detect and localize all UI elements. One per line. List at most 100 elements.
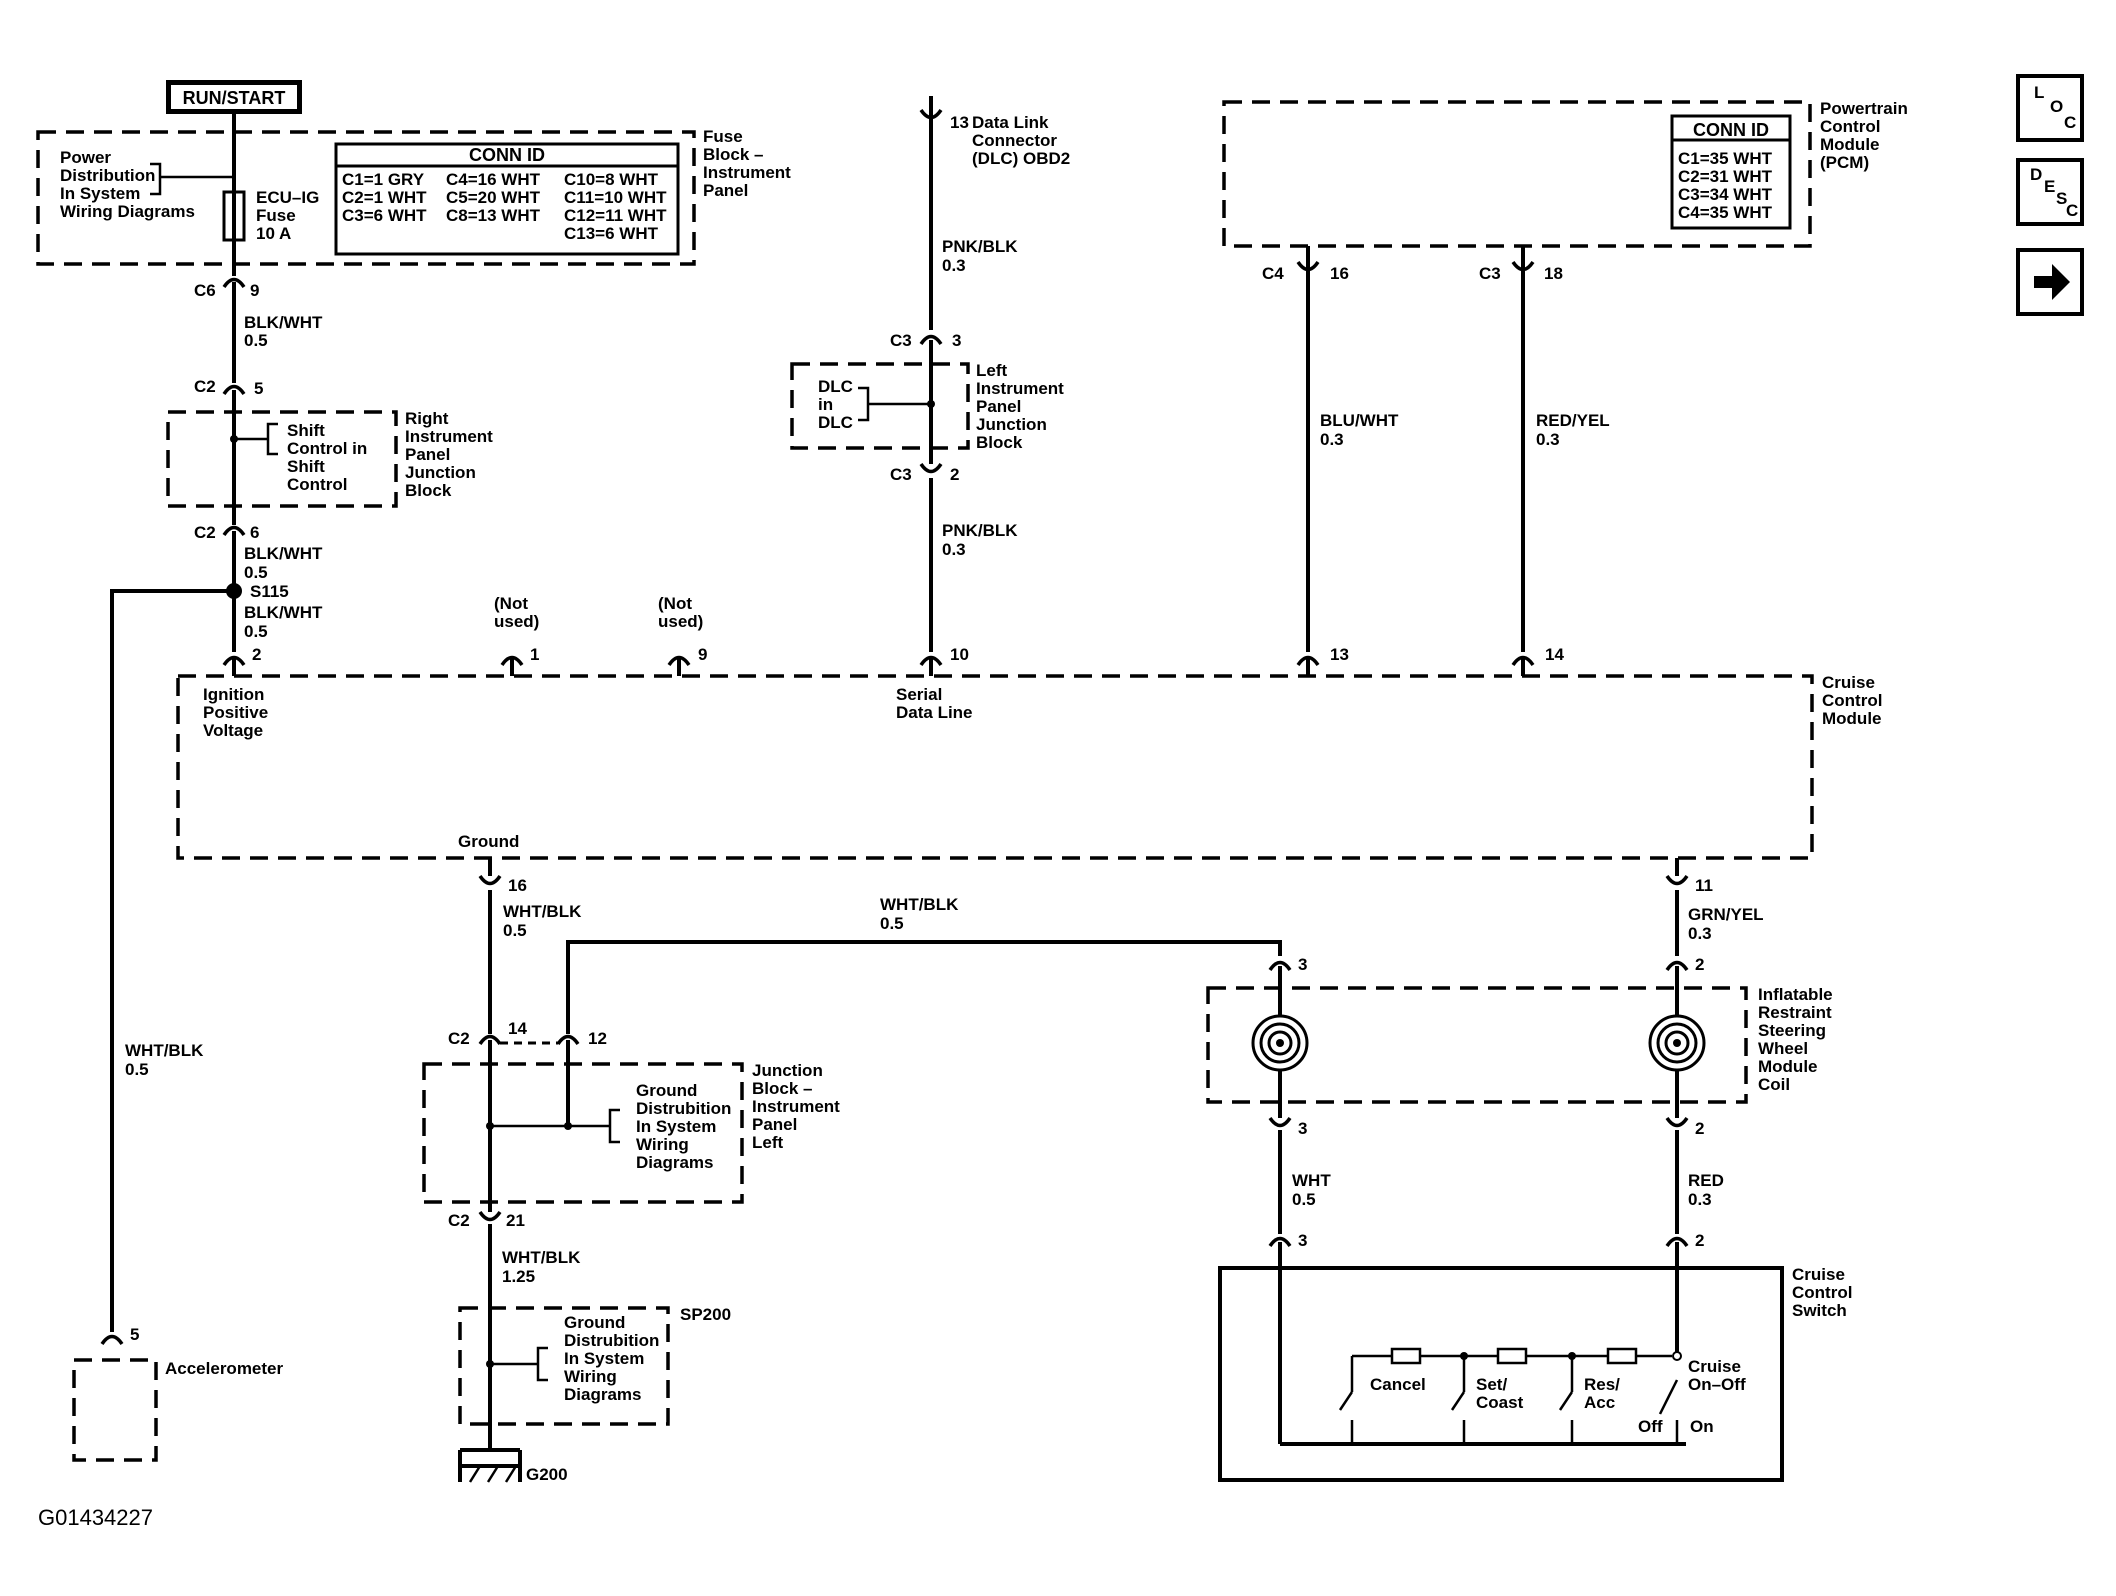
ccm-title: Control xyxy=(1822,691,1882,710)
fuse-label: 10 A xyxy=(256,224,291,243)
block-title: Block xyxy=(976,433,1023,452)
block-title: Instrument xyxy=(752,1097,840,1116)
switch-title: Switch xyxy=(1792,1301,1847,1320)
fuse-label: Fuse xyxy=(256,206,296,225)
g200-label: G200 xyxy=(526,1465,568,1484)
block-title: Instrument xyxy=(976,379,1064,398)
cancel-label: Cancel xyxy=(1370,1375,1426,1394)
ground-distribution-ref: Wiring xyxy=(636,1135,689,1154)
pin-label: 1 xyxy=(530,645,539,664)
pin-label: 5 xyxy=(254,379,263,398)
connector-c2-5 xyxy=(222,384,246,396)
wire-color: RED/YEL xyxy=(1536,411,1610,430)
pin-label: 3 xyxy=(1298,1231,1307,1250)
power-distribution-ref: Wiring Diagrams xyxy=(60,202,195,221)
coil-pin-3-bottom xyxy=(1268,1116,1292,1128)
coil-pin-2-bottom xyxy=(1665,1116,1689,1128)
pin-label: 12 xyxy=(588,1029,607,1048)
connector-label: C6 xyxy=(194,281,216,300)
connector-label: C3 xyxy=(890,465,912,484)
block-title: Panel xyxy=(405,445,450,464)
block-title: Junction xyxy=(976,415,1047,434)
accelerometer-pin-5 xyxy=(100,1334,124,1346)
switch-title: Control xyxy=(1792,1283,1852,1302)
serial-data-line: Data Line xyxy=(896,703,973,722)
wire-color: WHT/BLK xyxy=(125,1041,204,1060)
connector-label: C3 xyxy=(890,331,912,350)
coil-title: Inflatable xyxy=(1758,985,1833,1004)
wire-color: BLU/WHT xyxy=(1320,411,1399,430)
not-used-label: (Not xyxy=(658,594,692,613)
ground-distribution-ref: Distrubition xyxy=(636,1099,731,1118)
accelerometer xyxy=(72,1358,158,1462)
fuse-conn-id-table xyxy=(334,142,680,256)
cruise-control-module xyxy=(176,674,1814,860)
ground-distribution-ref: Diagrams xyxy=(636,1153,713,1172)
wire-color: WHT/BLK xyxy=(502,1248,581,1267)
res-acc-label: Res/ xyxy=(1584,1375,1620,1394)
pin-label: 5 xyxy=(130,1325,139,1344)
connector-c3-3 xyxy=(919,334,943,346)
pcm-title: (PCM) xyxy=(1820,153,1869,172)
shift-control-ref: Control in xyxy=(287,439,367,458)
block-title: Junction xyxy=(752,1061,823,1080)
connector-label: C4 xyxy=(1262,264,1284,283)
desc-button[interactable]: D E S C xyxy=(2016,158,2084,226)
block-title: Instrument xyxy=(405,427,493,446)
pin-label: 3 xyxy=(1298,1119,1307,1138)
ground-distribution-ref: Diagrams xyxy=(564,1385,641,1404)
dlc-title: (DLC) OBD2 xyxy=(972,149,1070,168)
connector-label: C2 xyxy=(448,1211,470,1230)
wire-gauge: 0.5 xyxy=(503,921,527,940)
wire-gauge: 0.3 xyxy=(1320,430,1344,449)
coil-spiral-right-icon xyxy=(1648,1014,1706,1072)
conn-cell: C3=6 WHT xyxy=(342,206,427,225)
pin-label: 3 xyxy=(1298,955,1307,974)
pin-label: 16 xyxy=(1330,264,1349,283)
connector-label: C3 xyxy=(1479,264,1501,283)
connector-c2-14 xyxy=(478,1034,502,1046)
conn-cell: C10=8 WHT xyxy=(564,170,659,189)
pin-label: 2 xyxy=(950,465,959,484)
dlc-in-dlc-ref: DLC xyxy=(818,413,853,432)
pin-label: 3 xyxy=(952,331,961,350)
ground-distribution-ref: In System xyxy=(564,1349,644,1368)
accelerometer-label: Accelerometer xyxy=(165,1359,284,1378)
ground-distribution-ref: In System xyxy=(636,1117,716,1136)
fuse-block-title: Instrument xyxy=(703,163,791,182)
pcm-title: Module xyxy=(1820,135,1880,154)
block-title: Block – xyxy=(752,1079,812,1098)
fuse-conn-rows: C1=1 GRY C4=16 WHT C10=8 WHT C2=1 WHT C5… xyxy=(342,170,667,243)
resistor-set-coast xyxy=(1496,1347,1528,1365)
figure-id: G01434227 xyxy=(38,1505,153,1530)
pin-label: 9 xyxy=(250,281,259,300)
connector-c6 xyxy=(222,277,246,289)
wire-color: BLK/WHT xyxy=(244,313,323,332)
next-button[interactable] xyxy=(2016,248,2084,316)
pcm-conn-id-table xyxy=(1670,114,1792,230)
conn-cell: C8=13 WHT xyxy=(446,206,541,225)
shift-control-ref: Shift xyxy=(287,457,325,476)
block-title: Panel xyxy=(976,397,1021,416)
wire-color: WHT/BLK xyxy=(503,902,582,921)
desc-letter: E xyxy=(2044,177,2055,196)
not-used-label: used) xyxy=(658,612,703,631)
fuse-block-title: Fuse xyxy=(703,127,743,146)
res-acc-label: Acc xyxy=(1584,1393,1615,1412)
connector-c2-6 xyxy=(222,525,246,537)
dlc-title: Connector xyxy=(972,131,1057,150)
inflatable-restraint-coil xyxy=(1206,986,1748,1104)
loc-button[interactable]: L O C xyxy=(2016,74,2084,142)
set-coast-label: Coast xyxy=(1476,1393,1524,1412)
switch-pin-3 xyxy=(1268,1236,1292,1248)
shift-control-ref: Control xyxy=(287,475,347,494)
loc-letter: L xyxy=(2034,83,2044,102)
conn-id-title: CONN ID xyxy=(1693,120,1769,140)
wire-color: RED xyxy=(1688,1171,1724,1190)
fuse-block-title: Block – xyxy=(703,145,763,164)
wire-gauge: 0.5 xyxy=(125,1060,149,1079)
wire-color: GRN/YEL xyxy=(1688,905,1764,924)
fuse-label: ECU–IG xyxy=(256,188,319,207)
conn-cell: C12=11 WHT xyxy=(564,206,667,225)
